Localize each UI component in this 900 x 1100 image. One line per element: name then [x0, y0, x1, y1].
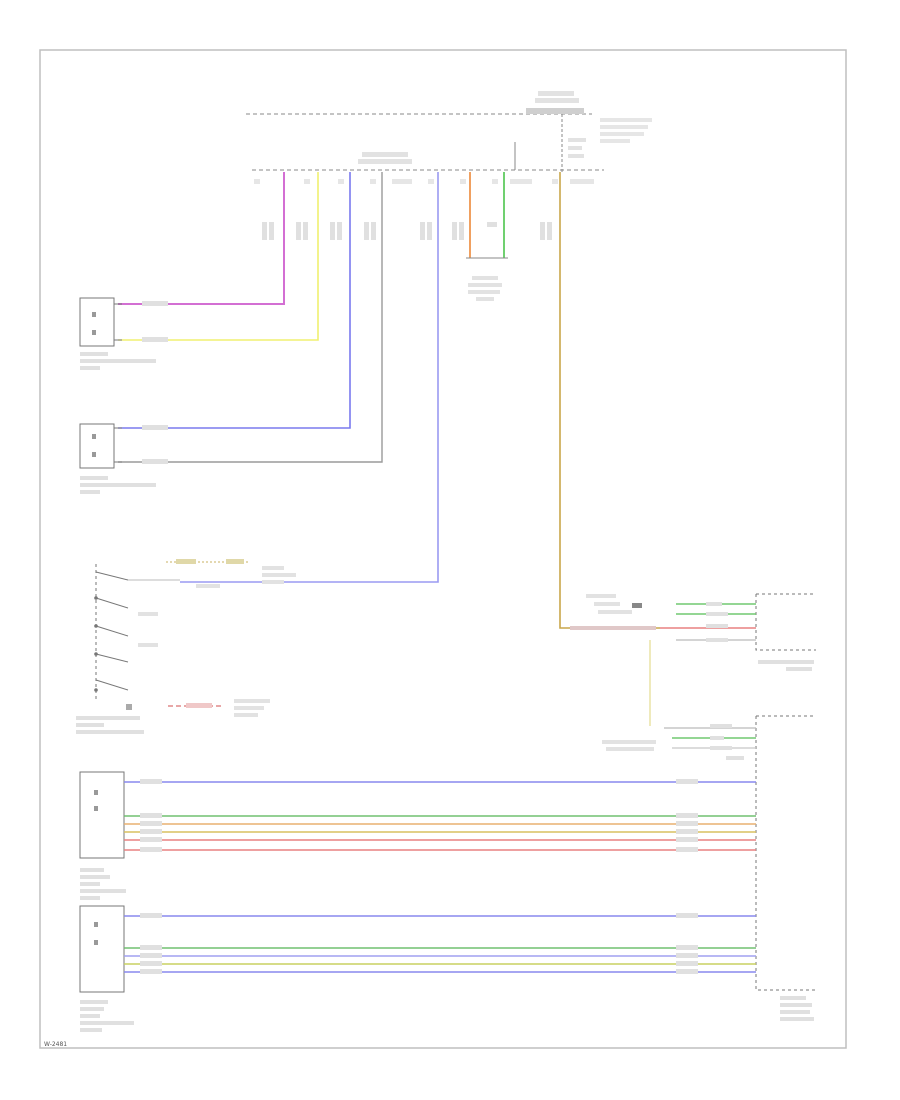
- right-rear-door-lock-actuator: [79, 905, 756, 1032]
- right-front-door-lock-actuator: [79, 297, 168, 370]
- fuse-symbol: [561, 114, 586, 172]
- interior-lighting-link: [168, 699, 270, 717]
- wire-color-labels: [262, 222, 552, 240]
- ground-label: [468, 276, 502, 301]
- body-control-module: [602, 715, 816, 1021]
- left-front-door-lock-actuator: [79, 423, 168, 494]
- left-rear-door-lock-actuator: [79, 771, 756, 900]
- wire-pink: [118, 172, 285, 305]
- wire-gray: [118, 172, 383, 463]
- power-lock-switch: [76, 564, 180, 734]
- diagram-id: W-2481: [44, 1041, 67, 1048]
- wire-tan: [559, 172, 660, 629]
- wire-yellow: [118, 172, 319, 341]
- power-distribution-bus: [246, 91, 652, 143]
- diagram-border: [39, 49, 847, 1049]
- wire-blue-1: [118, 172, 351, 429]
- anti-theft-module: [570, 593, 816, 671]
- switch-feed-labels: [166, 559, 296, 588]
- wire-lavender: [180, 172, 439, 583]
- electronic-module-connector: [252, 142, 604, 184]
